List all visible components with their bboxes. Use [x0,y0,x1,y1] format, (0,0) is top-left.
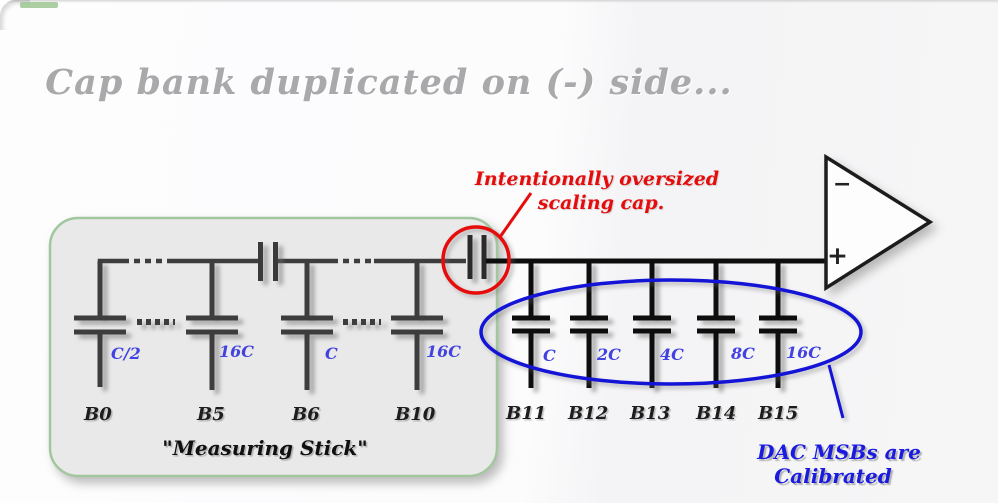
cap-value-label: 2C [597,345,621,364]
bit-label: B10 [395,404,436,425]
bit-label: B5 [197,404,225,425]
bit-label: B0 [84,404,112,425]
bit-label: B15 [758,403,799,424]
bit-label: B13 [630,403,671,424]
page-title: Cap bank duplicated on (-) side... [45,62,733,103]
bit-label: B14 [696,403,737,424]
green-marker [20,2,58,8]
cap-value-label: C [325,344,338,363]
red-annotation-line2: scaling cap. [537,192,665,214]
blue-callout [479,278,863,419]
right-bank-caps [512,261,797,388]
measuring-stick-caption: "Measuring Stick" [162,436,368,460]
blue-annotation-line1: DAC MSBs are [757,440,921,464]
series-cap [258,242,278,281]
cap-value-label: 16C [426,342,461,361]
left-bank-caps [74,261,443,390]
cap-value-label: 16C [786,343,821,362]
opamp-plus-input: + [827,241,848,270]
top-edge-shadow [0,0,998,3]
red-annotation-line1: Intentionally oversized [474,168,720,190]
red-callout [441,192,533,295]
cap-value-label: 16C [219,342,254,361]
bit-label: B11 [506,403,547,424]
scaling-cap [467,235,487,279]
opamp-minus-input: − [833,172,852,197]
bit-label: B12 [568,403,609,424]
opamp-triangle [824,153,934,292]
cap-value-label: C [543,346,556,365]
cap-value-label: C/2 [111,344,141,363]
bit-label: B6 [292,404,320,425]
cap-value-label: 4C [660,345,684,364]
measuring-stick-box [48,216,499,478]
cap-value-label: 8C [731,344,755,363]
blue-annotation-line2: Calibrated [774,464,892,488]
